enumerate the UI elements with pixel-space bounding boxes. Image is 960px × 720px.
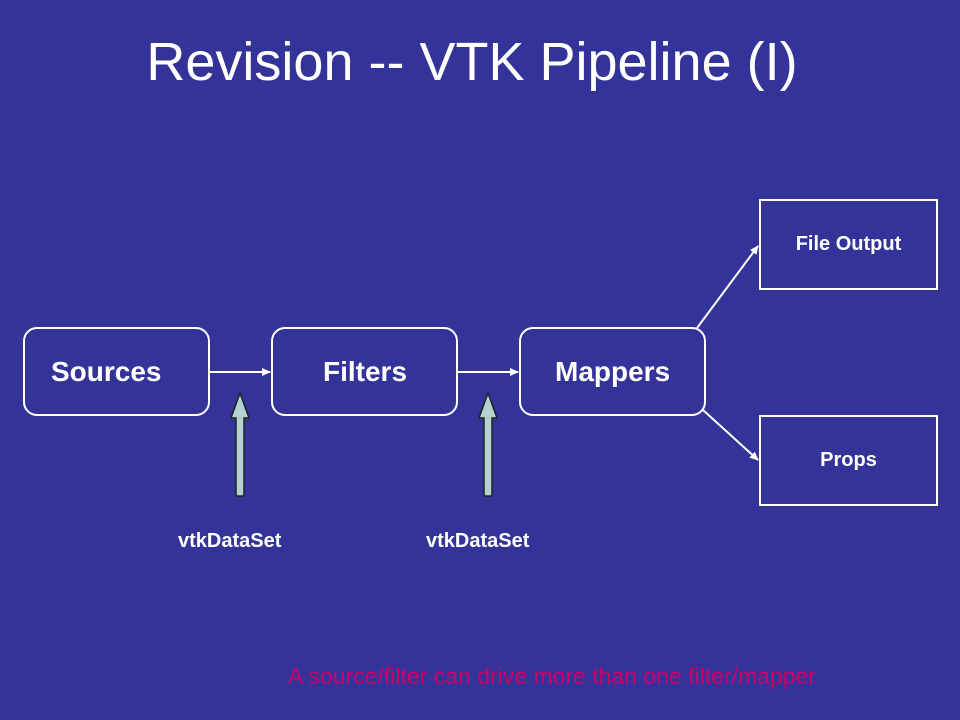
slide-title: Revision -- VTK Pipeline (I): [146, 32, 798, 92]
mappers-label: Mappers: [555, 355, 671, 387]
data-arrow-up-icon: [229, 390, 251, 497]
connector-mappers-to-file-output: [696, 245, 759, 329]
mappers-node: Mappers: [519, 327, 706, 416]
props-label: Props: [820, 449, 877, 471]
props-node: Props: [759, 415, 938, 506]
sources-label: Sources: [51, 355, 162, 387]
connector-mappers-to-props: [702, 409, 759, 461]
filters-label: Filters: [323, 355, 408, 387]
footnote: A source/filter can drive more than one …: [288, 663, 816, 689]
sources-node: Sources: [23, 327, 210, 416]
data-arrow-up-icon: [477, 390, 499, 497]
data-label-first: vtkDataSet: [178, 530, 282, 552]
data-label-second: vtkDataSet: [426, 530, 530, 552]
file-output-node: File Output: [759, 199, 938, 290]
filters-node: Filters: [271, 327, 458, 416]
file-output-label: File Output: [795, 233, 902, 255]
